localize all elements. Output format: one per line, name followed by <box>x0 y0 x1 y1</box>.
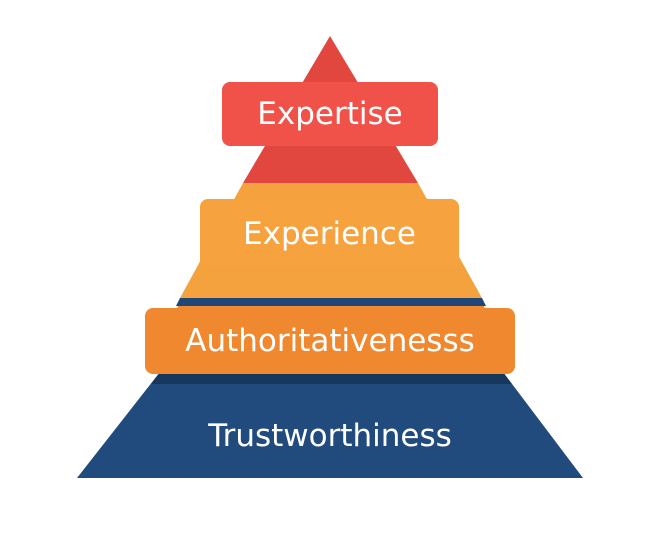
label-authoritativeness: Authoritativenesss <box>145 308 515 374</box>
tier-divider-band <box>176 298 486 306</box>
label-trustworthiness: Trustworthiness <box>208 418 452 454</box>
label-expertise: Expertise <box>222 82 438 146</box>
label-experience: Experience <box>200 199 459 268</box>
tier-trustworthiness <box>77 372 583 478</box>
tier-trustworthiness-shade <box>151 372 512 384</box>
